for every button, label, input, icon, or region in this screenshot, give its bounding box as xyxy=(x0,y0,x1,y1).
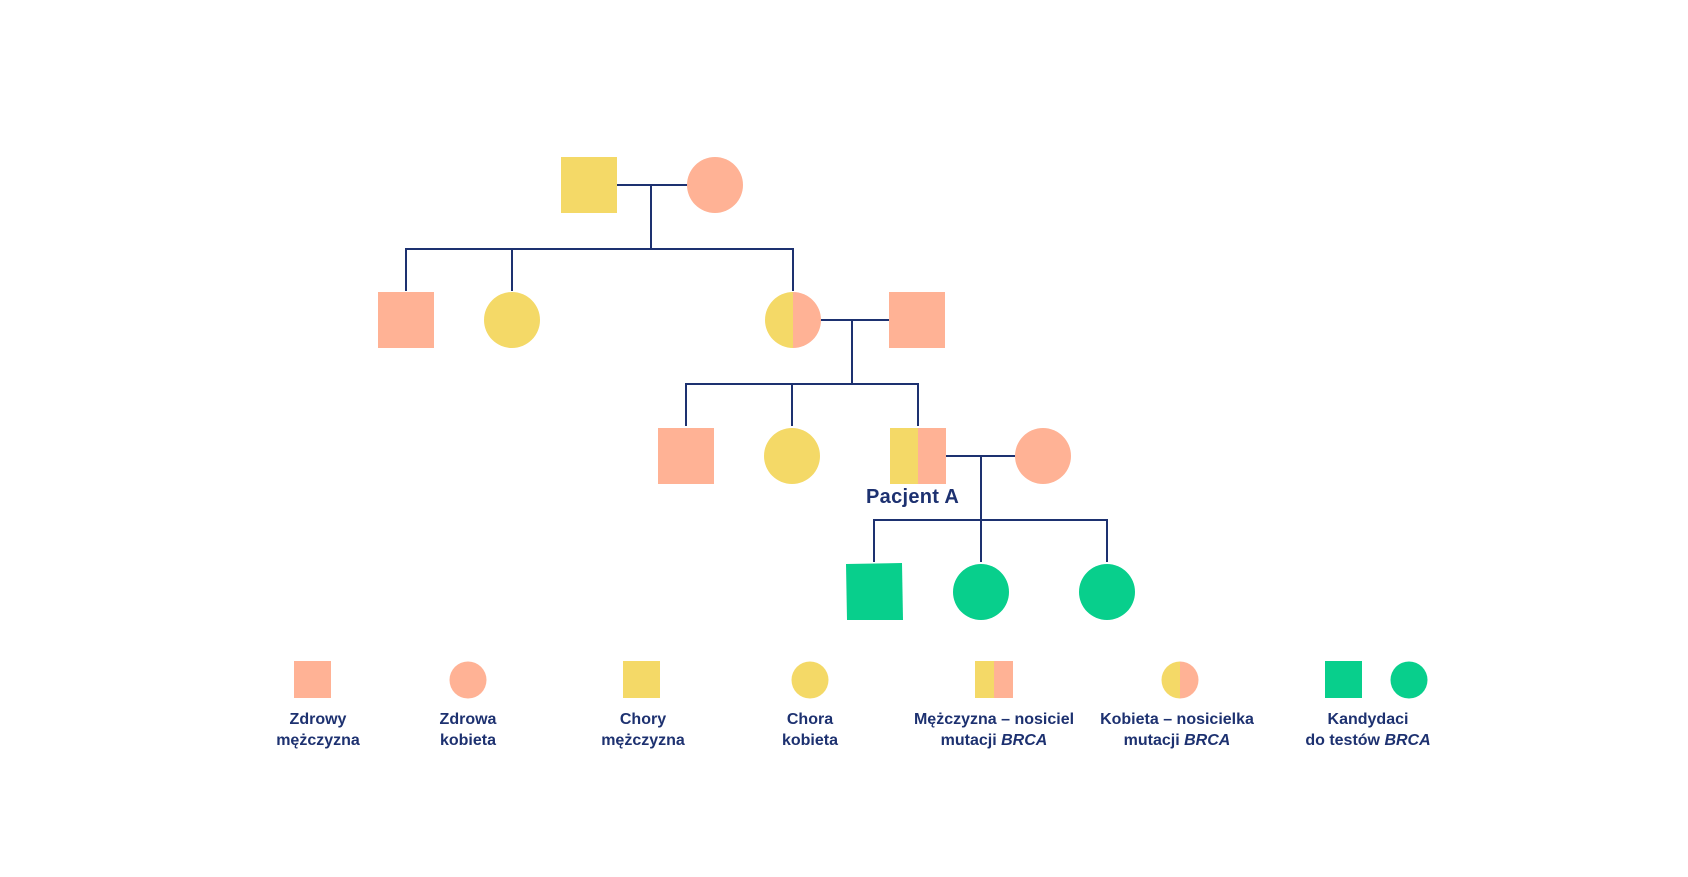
legend-healthy-male-symbol xyxy=(294,661,331,698)
sibship-line-gen3 xyxy=(685,383,919,426)
legend-line2: kobieta xyxy=(781,732,838,749)
father-healthy-male xyxy=(889,292,945,348)
legend-line1: Zdrowa xyxy=(439,711,497,728)
sister-sick-female xyxy=(764,428,820,484)
legend-line2: kobieta xyxy=(439,732,496,749)
legend-line1: Chora xyxy=(786,711,834,728)
legend-line2: do testów BRCA xyxy=(1305,732,1431,749)
legend-line2: mężczyzna xyxy=(276,732,360,749)
legend-sick-male-symbol xyxy=(623,661,660,698)
legend-line2: mutacji BRCA xyxy=(940,732,1048,749)
legend-line1: Zdrowy xyxy=(289,711,347,728)
legend-label-sick-female: Chora kobieta xyxy=(710,709,910,751)
son-candidate-male xyxy=(846,563,903,620)
sibship-line-gen4 xyxy=(873,519,1108,562)
wife-healthy-female xyxy=(1015,428,1071,484)
legend-line1: Chory xyxy=(619,711,667,728)
legend-healthy-female-symbol xyxy=(449,661,487,699)
legend-label-sick-male: Chory mężczyzna xyxy=(543,709,743,751)
legend-line1: Kobieta – nosicielka xyxy=(1100,711,1254,728)
legend-sick-female-symbol xyxy=(791,661,829,699)
legend-candidate-male-symbol xyxy=(1325,661,1362,698)
legend-label-candidates: Kandydaci do testów BRCA xyxy=(1268,709,1468,751)
grandfather-sick-male xyxy=(561,157,617,213)
legend-label-healthy-female: Zdrowa kobieta xyxy=(368,709,568,751)
aunt-sick-female xyxy=(484,292,540,348)
sibship-line-gen2 xyxy=(405,248,794,291)
legend-line1: Mężczyzna – nosiciel xyxy=(913,711,1075,728)
patient-a-carrier-male xyxy=(890,428,946,484)
legend-symbols xyxy=(294,661,1428,699)
pedigree-lines xyxy=(405,184,1108,562)
daughter-candidate-female-2 xyxy=(1079,564,1135,620)
legend-line2: mutacji BRCA xyxy=(1123,732,1231,749)
legend-line2: mężczyzna xyxy=(601,732,685,749)
legend-label-carrier-male: Mężczyzna – nosiciel mutacji BRCA xyxy=(894,709,1094,751)
grandmother-healthy-female xyxy=(687,157,743,213)
legend-label-healthy-male: Zdrowy mężczyzna xyxy=(218,709,418,751)
brother-healthy-male xyxy=(658,428,714,484)
daughter-candidate-female-1 xyxy=(953,564,1009,620)
legend-line1: Kandydaci xyxy=(1327,711,1409,728)
patient-a-label: Pacjent A xyxy=(866,486,960,508)
legend-candidate-female-symbol xyxy=(1390,661,1428,699)
mother-carrier-female xyxy=(765,292,821,348)
legend-carrier-male-symbol xyxy=(975,661,1013,698)
uncle-healthy-male xyxy=(378,292,434,348)
legend-label-carrier-female: Kobieta – nosicielka mutacji BRCA xyxy=(1077,709,1277,751)
legend-carrier-female-symbol xyxy=(1161,661,1199,699)
